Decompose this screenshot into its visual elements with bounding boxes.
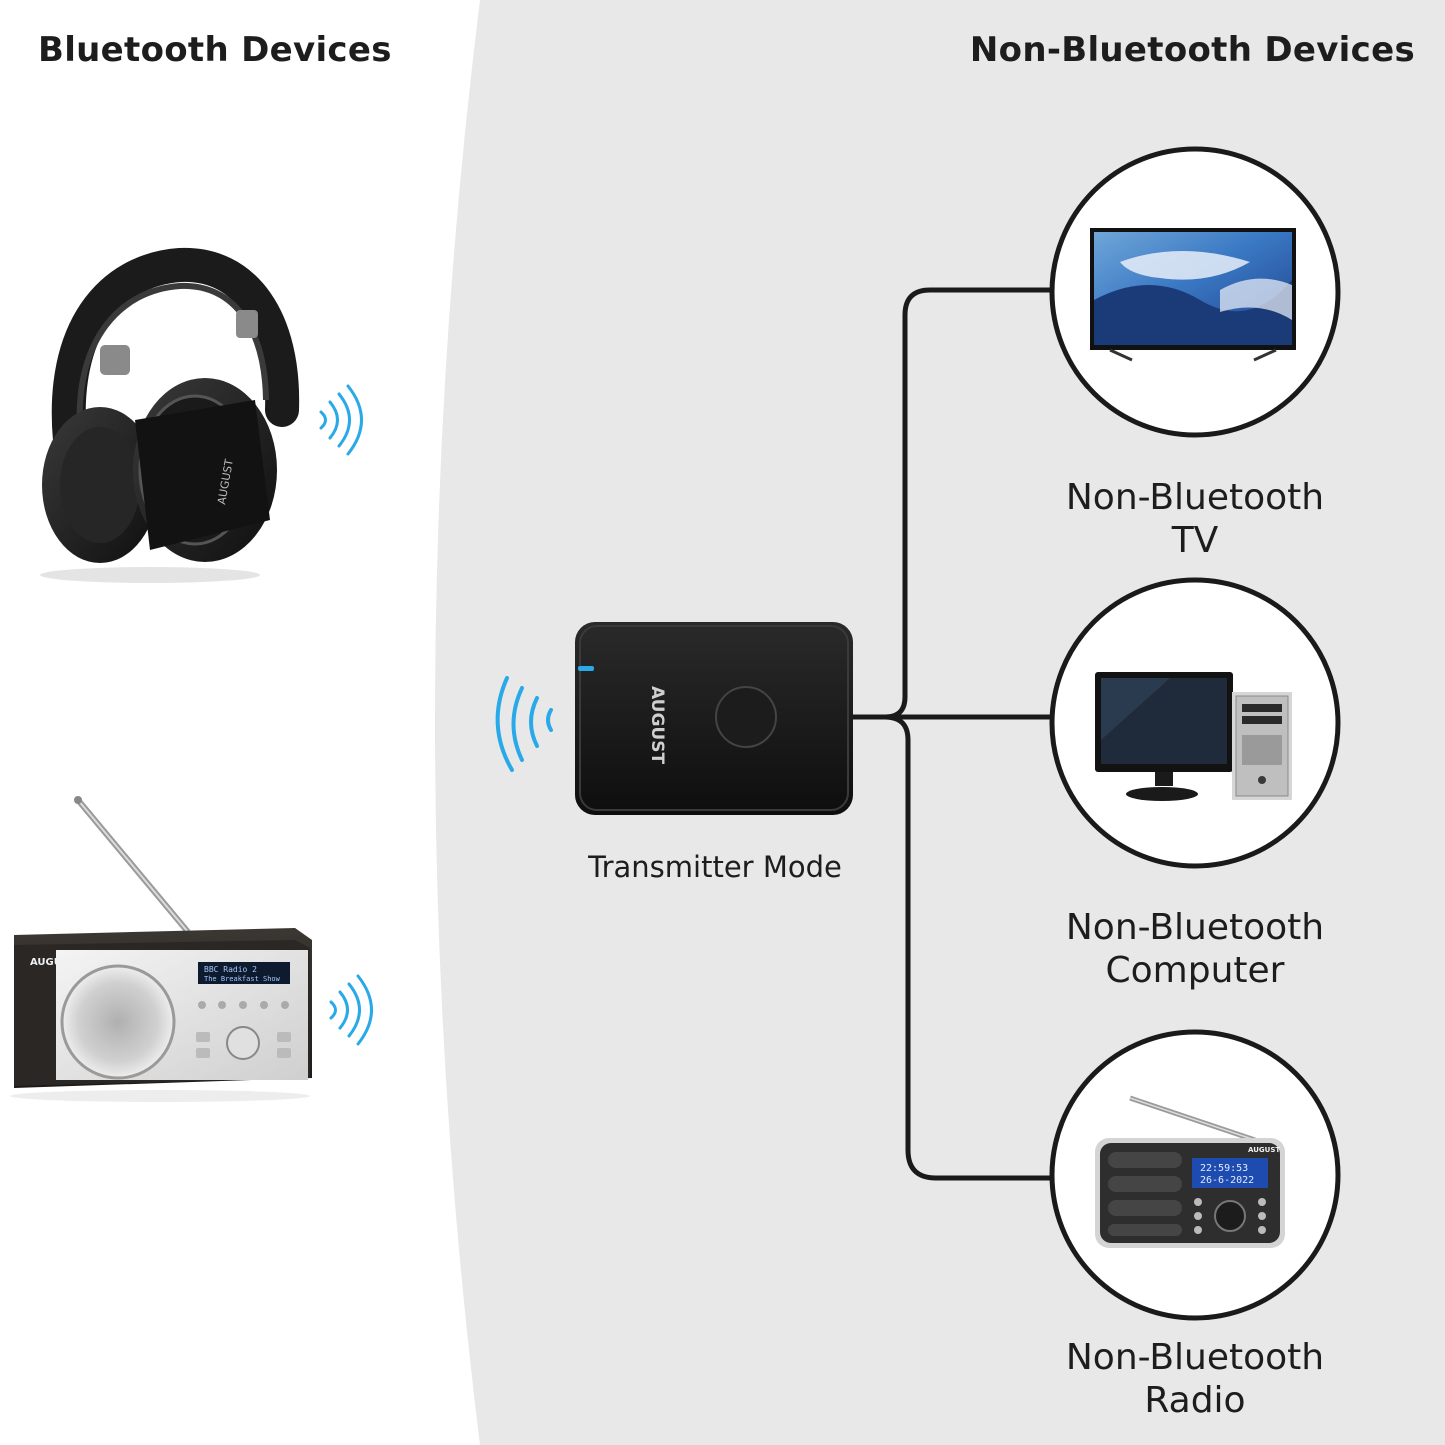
- computer-icon: [1095, 672, 1292, 801]
- radio-circle: 22:59:53 26-6-2022 AUGUST: [1049, 1029, 1341, 1321]
- radio-caption: Non-Bluetooth Radio: [1015, 1336, 1375, 1422]
- wireless-waves-icon: [319, 384, 363, 456]
- pocket-radio-time: 22:59:53: [1200, 1163, 1248, 1174]
- radio-icon: BBC Radio 2 The Breakfast Show AUGUST: [10, 796, 312, 1102]
- connector-lines: [847, 287, 1053, 1181]
- transmitter-mode-label: Transmitter Mode: [588, 850, 842, 884]
- wireless-waves-icon: [329, 974, 373, 1046]
- bluetooth-transmitter-icon: AUGUST: [575, 622, 853, 815]
- bluetooth-devices-heading: Bluetooth Devices: [38, 30, 392, 70]
- tv-icon: [1090, 228, 1296, 362]
- dab-display-line2: The Breakfast Show: [204, 975, 281, 983]
- computer-caption-line2: Computer: [1105, 950, 1285, 991]
- computer-caption-line1: Non-Bluetooth: [1065, 907, 1325, 948]
- dab-display-line1: BBC Radio 2: [204, 965, 257, 974]
- pocket-radio-brand-logo: AUGUST: [1248, 1146, 1280, 1154]
- radio-caption-line2: Radio: [1144, 1380, 1246, 1421]
- headphones-icon: AUGUST: [40, 247, 300, 583]
- tv-caption-line1: Non-Bluetooth: [1065, 477, 1325, 518]
- radio-icon: 22:59:53 26-6-2022 AUGUST: [1095, 1095, 1285, 1248]
- wireless-waves-icon: [495, 676, 553, 772]
- computer-caption: Non-Bluetooth Computer: [1015, 906, 1375, 992]
- radio-caption-line1: Non-Bluetooth: [1065, 1337, 1325, 1378]
- tv-caption: Non-Bluetooth TV: [1015, 476, 1375, 562]
- pocket-radio-date: 26-6-2022: [1200, 1175, 1254, 1186]
- dab-brand-logo: AUGUST: [30, 957, 76, 968]
- non-bluetooth-devices-heading: Non-Bluetooth Devices: [969, 30, 1415, 70]
- tv-circle: [1049, 146, 1341, 438]
- transmitter-brand-logo: AUGUST: [647, 686, 667, 764]
- computer-circle: [1049, 577, 1341, 869]
- tv-caption-line2: TV: [1171, 520, 1219, 561]
